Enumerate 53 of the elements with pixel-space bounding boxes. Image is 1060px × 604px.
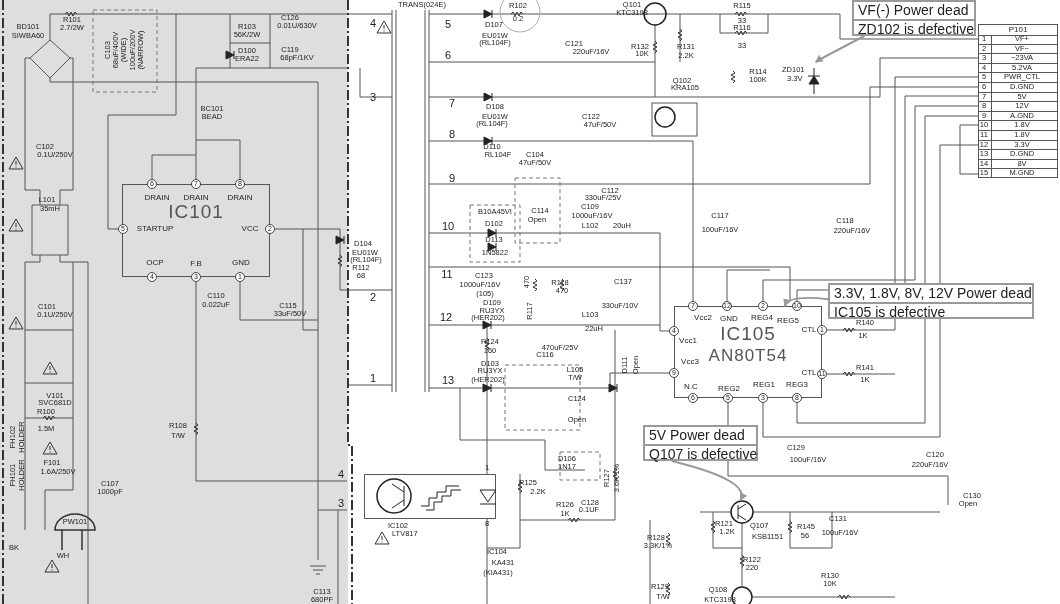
pin-name: N.C <box>684 383 698 391</box>
callout-text: ZD102 is defective <box>854 19 974 38</box>
pin-name: F.B <box>190 260 202 268</box>
pin-name: DRAIN <box>227 194 253 202</box>
pin-name: REG4 <box>751 314 773 322</box>
pin-name: DRAIN <box>183 194 209 202</box>
terminal-number: 2 <box>369 291 377 303</box>
pin-name: STARTUP <box>136 225 174 233</box>
callout-text: 5V Power dead <box>648 427 746 444</box>
terminal-number: 10 <box>441 220 455 232</box>
terminal-number: 8 <box>448 128 456 140</box>
chip-label: IC105 <box>720 323 776 346</box>
leader-arrow <box>784 296 829 307</box>
terminal-number: 1 <box>369 372 377 384</box>
pin-name: Vcc3 <box>681 358 699 366</box>
pin-name: OCP <box>146 259 164 267</box>
leader-arrow <box>814 35 866 63</box>
pin-name: GND <box>720 315 738 323</box>
callout-box <box>852 0 976 36</box>
connector-table <box>978 24 1058 178</box>
callout-text: 3.3V, 1.8V, 8V, 12V Power dead <box>833 285 1032 302</box>
pin-name: CTL <box>801 369 817 377</box>
terminal-number: 3 <box>337 497 345 509</box>
terminal-number: 5 <box>444 18 452 30</box>
terminal-number: 3 <box>369 91 377 103</box>
callout-box <box>643 425 758 461</box>
table-heading: P101 <box>1008 26 1028 34</box>
terminal-number: 7 <box>448 97 456 109</box>
pin-name: DRAIN <box>144 194 170 202</box>
chip-label: AN80T54 <box>708 345 788 367</box>
pin-name: REG3 <box>786 381 808 389</box>
terminal-number: 11 <box>441 268 453 280</box>
pin-name: REG5 <box>777 317 799 325</box>
pin-name: GND <box>232 259 250 267</box>
callout-text: VF(-) Power dead <box>857 2 970 19</box>
ic-package <box>667 299 829 405</box>
chip-label: IC101 <box>168 201 224 224</box>
callout-text: Q107 is defective <box>645 444 756 463</box>
terminal-number: 9 <box>448 172 456 184</box>
terminal-number: 4 <box>369 17 377 29</box>
terminal-number: 6 <box>444 49 452 61</box>
pin-name: REG2 <box>718 385 740 393</box>
terminal-number: 4 <box>337 468 345 480</box>
pin-name: Vcc1 <box>679 337 697 345</box>
pin-name: Vcc2 <box>694 314 712 322</box>
leader-arrow <box>670 460 747 501</box>
terminal-number: 12 <box>439 311 453 323</box>
pin-name: CTL <box>801 326 817 334</box>
pin-name: VCC <box>241 225 259 233</box>
callout-text: IC105 is defective <box>830 302 1032 321</box>
terminal-number: 13 <box>441 374 455 386</box>
pin-name: REG1 <box>753 381 775 389</box>
callout-box <box>828 283 1034 319</box>
